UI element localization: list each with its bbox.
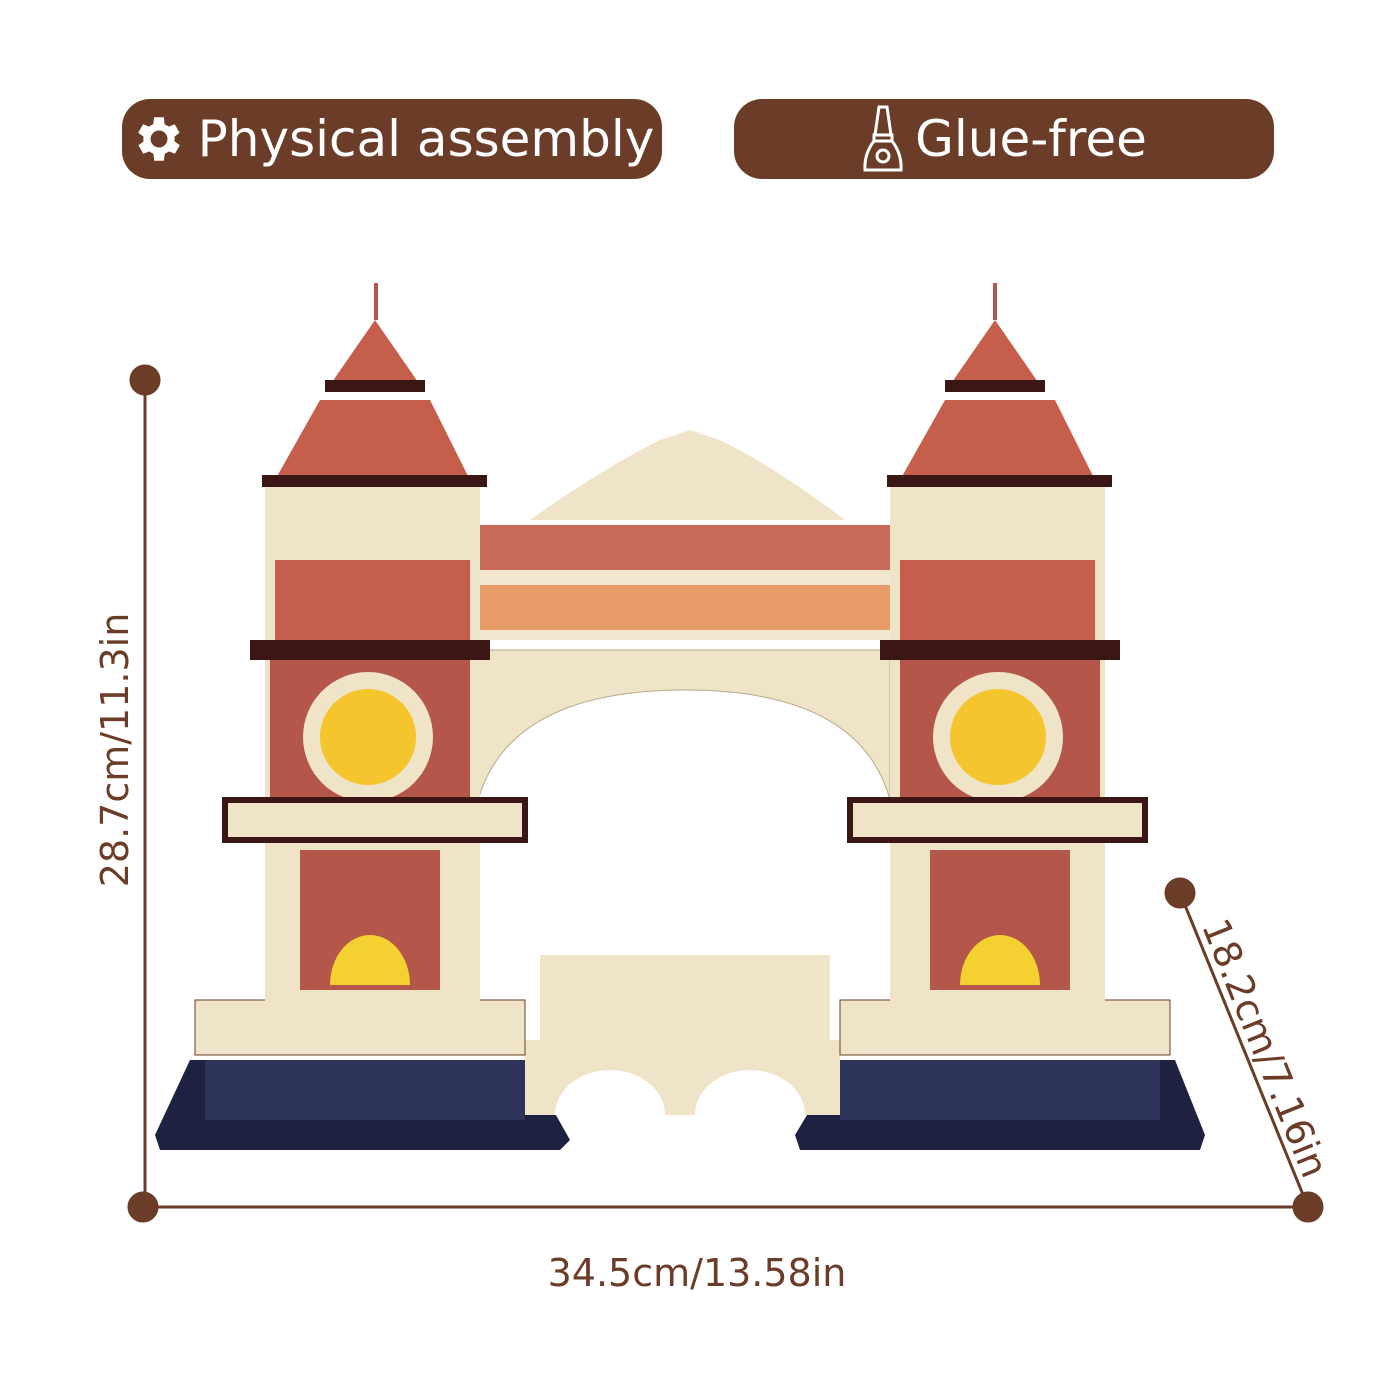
width-dimension-label: 34.5cm/13.58in <box>547 1251 847 1295</box>
gear-icon <box>137 117 180 161</box>
upper-walkway <box>460 430 905 801</box>
model-base <box>155 955 1205 1150</box>
left-tower <box>222 283 528 1010</box>
right-tower <box>847 283 1148 1010</box>
dimension-lines <box>127 364 1324 1223</box>
physical-assembly-badge: Physical assembly <box>122 99 662 179</box>
badge-label: Physical assembly <box>197 110 655 168</box>
height-dimension-label: 28.7cm/11.3in <box>93 612 137 888</box>
glue-bottle-icon <box>863 105 903 172</box>
glue-free-badge: Glue-free <box>734 99 1274 179</box>
badge-label: Glue-free <box>915 110 1147 168</box>
